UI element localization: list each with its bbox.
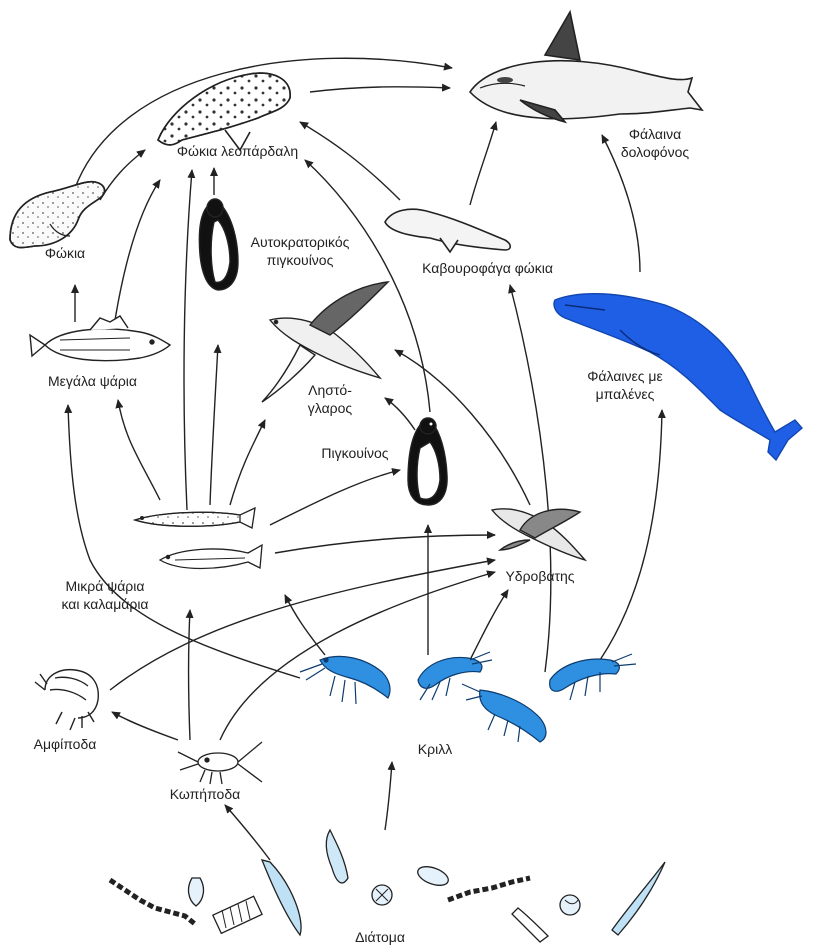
label-small-fish-squid-line2: και καλαμάρια [40,595,170,613]
krill-icon-3 [462,684,546,742]
label-small-fish-squid-line1: Μικρά ψάρια [40,577,170,595]
amphipod-icon [35,670,98,730]
arrow-diatom-to-copepod [225,805,270,860]
label-emperor-penguin-line1: Αυτοκρατορικός [235,233,365,251]
arrow-penguin-to-skua [385,398,415,430]
arrow-smallfish-to-leopard [184,170,192,510]
arrow-copepod-to-petrel [220,572,495,740]
arrow-krill-to-baleen [600,410,662,660]
crabeater-seal-icon [385,209,510,252]
arrow-smallfish-to-skua [230,420,265,505]
label-amphipods: Αμφίποδα [20,735,110,753]
arrow-krill-to-petrel [470,590,508,660]
arrow-krill-to-largefish [68,405,300,678]
label-baleen-whales-line2: μπαλένες [570,385,680,403]
arrow-krill-to-smallfish [285,595,325,655]
label-small-fish-squid: Μικρά ψάρια και καλαμάρια [40,577,170,613]
label-baleen-whales: Φάλαινες με μπαλένες [570,367,680,403]
label-crabeater-seal: Καβουροφάγα φώκια [400,259,575,277]
orca-icon [470,12,702,122]
label-skua: Ληστό- γλαρος [290,381,370,417]
krill-icon-4 [550,654,636,700]
arrow-crabeater-to-leopard [300,122,400,200]
arrow-copepod-to-smallfish [189,610,191,740]
label-krill: Κριλλ [405,740,465,758]
arrow-diatom-to-krill [385,762,392,830]
label-skua-line1: Ληστό- [290,381,370,399]
spotted-seal-icon [158,73,290,150]
petrel-bird-icon [492,509,585,560]
label-leopard-seal: Φώκια λεοπάρδαλη [150,142,325,160]
diatom-icon [110,830,665,942]
arrow-leopard-to-orca [310,87,450,92]
label-seal: Φώκια [30,244,100,262]
arrow-largefish-to-leopard [115,180,160,320]
label-diatoms: Διάτομα [330,928,430,946]
arrow-copepod-to-amphipod [112,712,178,740]
arrow-crabeater-to-orca [470,122,496,205]
label-killer-whale-line2: δολοφόνος [600,143,710,161]
label-skua-line2: γλαρος [290,399,370,417]
fish-icon [30,316,170,361]
label-petrel: Υδροβάτης [490,567,590,585]
label-killer-whale-line1: Φάλαινα [600,125,710,143]
small-fish-icon [135,508,255,528]
arrow-smallfish-to-emperor [210,345,218,505]
label-emperor-penguin-line2: πιγκουίνος [235,251,365,269]
small-fish-icon-2 [160,545,262,569]
copepod-icon [178,742,262,784]
label-emperor-penguin: Αυτοκρατορικός πιγκουίνος [235,233,365,269]
label-killer-whale: Φάλαινα δολοφόνος [600,125,710,161]
arrow-smallfish-to-petrel [275,535,495,553]
adelie-penguin-icon [408,418,447,505]
arrow-smallfish-to-penguin [270,470,400,525]
krill-icon-1 [300,656,390,704]
seal-icon [10,182,105,248]
label-copepods: Κωπήποδα [155,785,255,803]
label-large-fish: Μεγάλα ψάρια [30,372,155,390]
arrow-seal-to-leopard [100,150,145,200]
arrow-smallfish-to-largefish [118,400,160,500]
label-penguin: Πιγκουίνος [300,444,410,462]
penguin-icon [199,199,238,290]
label-baleen-whales-line1: Φάλαινες με [570,367,680,385]
